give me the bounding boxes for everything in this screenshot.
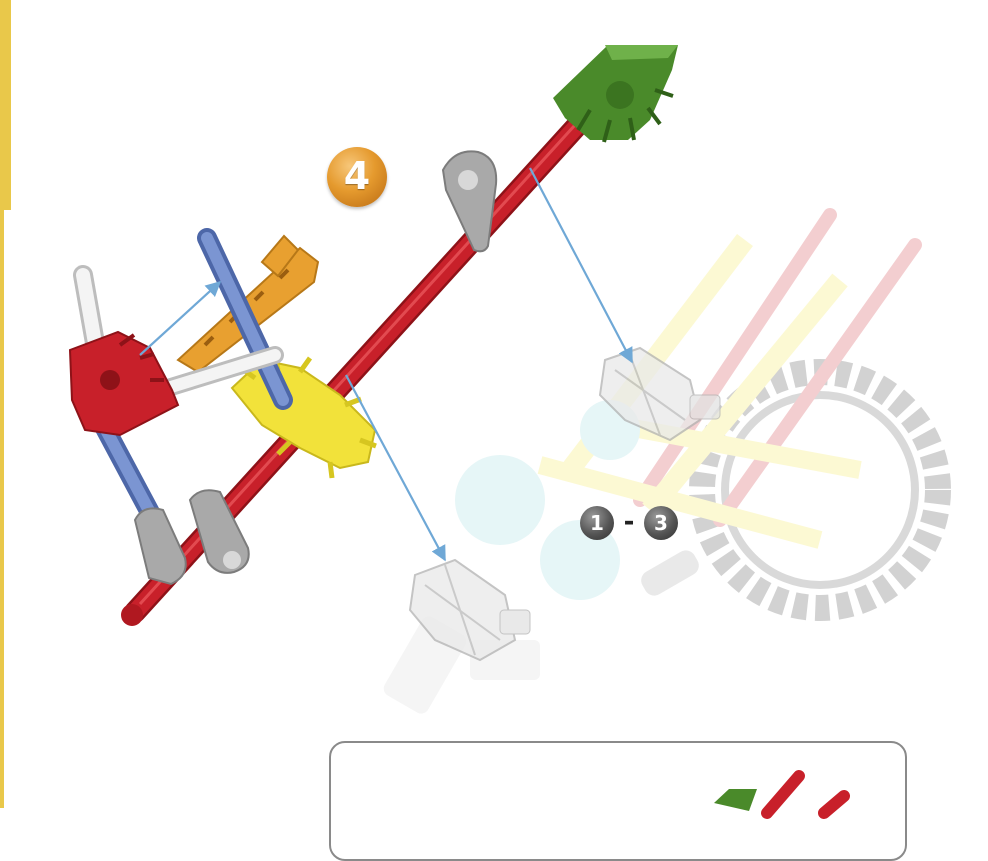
left-edge-line [0, 210, 4, 808]
step-range-separator: - [618, 506, 640, 538]
step-number: 4 [327, 154, 387, 198]
left-edge-accent [0, 0, 11, 210]
assembly-arrow-icon [530, 168, 632, 362]
step-range-from: 1 [580, 506, 614, 540]
red-connector [70, 332, 178, 435]
step-range-badge: 1 - 3 [580, 506, 680, 542]
sub-step-preview-icon [329, 741, 907, 861]
step-number-badge: 4 [327, 147, 387, 207]
step-range-to: 3 [644, 506, 678, 540]
assembly-arrow-icon [346, 375, 445, 560]
sub-step-panel [329, 741, 907, 861]
gray-clip-top [443, 151, 496, 251]
instruction-illustration [0, 0, 988, 808]
